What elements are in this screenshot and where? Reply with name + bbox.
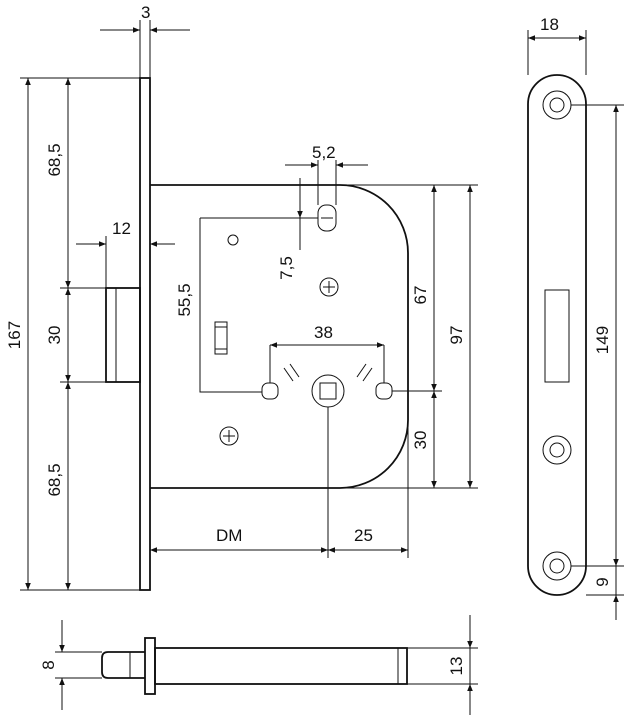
faceplate-outline (527, 74, 587, 596)
dim-bolt-height: 8 (39, 660, 58, 669)
latch-window (544, 289, 570, 383)
dim-key-distance: 55,5 (175, 283, 194, 316)
spindle (261, 363, 393, 408)
screw-upper (319, 277, 339, 297)
dim-case-radius: 25 (354, 526, 373, 545)
faceplate-view: 18 149 9 (527, 15, 624, 620)
case-side (154, 647, 408, 685)
bolt-side (101, 651, 145, 679)
dim-middle: 30 (45, 326, 64, 345)
dim-faceplate-thickness: 3 (141, 3, 150, 22)
dim-backset: DM (216, 526, 242, 545)
dim-spindle-spacing: 38 (314, 323, 333, 342)
dim-screw-edge: 9 (593, 577, 612, 586)
dim-screw-spacing: 149 (593, 326, 612, 354)
small-slot (214, 321, 228, 355)
bottom-view: 8 13 (39, 615, 478, 715)
front-view: 3 167 68,5 30 68,5 12 5,2 7,5 55,5 (5, 3, 478, 591)
latch-bolt (105, 287, 141, 383)
dim-latch-projection: 12 (112, 219, 131, 238)
dim-case-upper: 67 (411, 286, 430, 305)
dim-case-lower: 30 (411, 431, 430, 450)
screw-lower (219, 426, 239, 446)
dim-upper: 68,5 (45, 143, 64, 176)
dim-lower: 68,5 (45, 463, 64, 496)
lock-case (150, 184, 409, 489)
dim-case-height: 97 (447, 326, 466, 345)
dim-hole-width: 5,2 (312, 143, 336, 162)
dim-faceplate-width: 18 (540, 15, 559, 34)
dim-hole-offset: 7,5 (277, 256, 296, 280)
faceplate (139, 77, 151, 591)
dim-total-height: 167 (5, 321, 24, 349)
dim-case-depth: 13 (447, 657, 466, 676)
